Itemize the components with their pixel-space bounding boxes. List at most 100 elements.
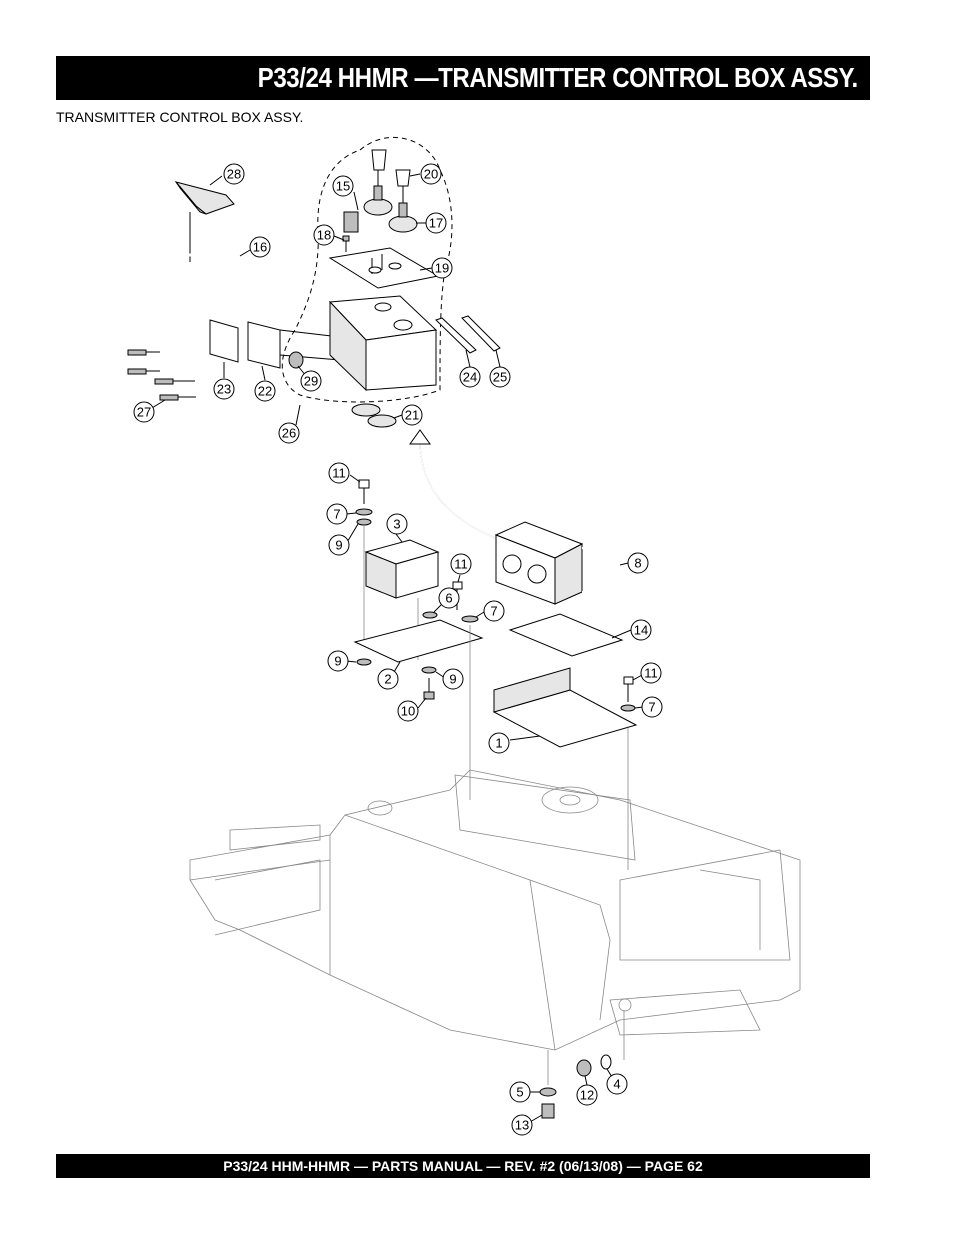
svg-text:23: 23 [217, 382, 231, 397]
callout-13: 13 [511, 1114, 533, 1136]
callout-15: 15 [332, 175, 354, 197]
callout-7-mid: 7 [483, 600, 505, 622]
callout-26: 26 [278, 422, 300, 444]
part-5-washer [539, 1087, 557, 1097]
callout-24: 24 [459, 366, 481, 388]
callout-18: 18 [313, 224, 335, 246]
svg-text:18: 18 [317, 228, 331, 243]
svg-text:21: 21 [405, 408, 419, 423]
part-27-screws [127, 349, 196, 401]
svg-text:10: 10 [401, 704, 415, 719]
callout-9-top: 9 [328, 534, 350, 556]
callout-7-top: 7 [326, 503, 348, 525]
part-26-control-box [328, 295, 438, 392]
part-29-grommet [288, 351, 304, 369]
svg-text:19: 19 [435, 261, 449, 276]
svg-text:4: 4 [613, 1077, 620, 1092]
svg-text:26: 26 [282, 426, 296, 441]
callout-17: 17 [425, 212, 447, 234]
part-11-bolt [358, 479, 370, 504]
part-10-bolt [423, 678, 435, 700]
callout-7-right: 7 [641, 696, 663, 718]
part-17-switch [388, 202, 418, 233]
svg-text:7: 7 [333, 507, 340, 522]
part-13-plug [541, 1103, 555, 1119]
callout-5: 5 [509, 1081, 531, 1103]
part-11-bolt-right [620, 676, 636, 712]
part-19-plate [328, 247, 440, 289]
part-20-knobs [371, 149, 411, 187]
part-14-gasket [508, 613, 624, 657]
callout-10: 10 [397, 700, 419, 722]
callout-1: 1 [488, 732, 510, 754]
svg-text:20: 20 [424, 167, 438, 182]
callout-29: 29 [300, 370, 322, 392]
page-title-bar: P33/24 HHMR —TRANSMITTER CONTROL BOX ASS… [56, 56, 870, 100]
callout-6: 6 [438, 587, 460, 609]
machine-chassis [189, 769, 801, 1051]
svg-text:5: 5 [516, 1085, 523, 1100]
part-2-plate [353, 619, 484, 663]
svg-text:17: 17 [429, 216, 443, 231]
page-footer-bar: P33/24 HHM-HHMR — PARTS MANUAL — REV. #2… [56, 1154, 870, 1178]
svg-text:1: 1 [495, 736, 502, 751]
svg-text:6: 6 [445, 591, 452, 606]
svg-text:11: 11 [332, 466, 346, 481]
callout-16: 16 [249, 236, 271, 258]
part-21-caps [351, 403, 397, 428]
svg-text:11: 11 [454, 557, 468, 572]
callout-22: 22 [254, 380, 276, 402]
svg-text:15: 15 [336, 179, 350, 194]
svg-text:24: 24 [463, 370, 477, 385]
svg-text:7: 7 [648, 700, 655, 715]
svg-text:9: 9 [449, 672, 456, 687]
callout-23: 23 [213, 378, 235, 400]
page-title: P33/24 HHMR —TRANSMITTER CONTROL BOX ASS… [257, 62, 859, 93]
svg-text:29: 29 [304, 374, 318, 389]
callout-8: 8 [627, 552, 649, 574]
part-1-bracket [492, 667, 638, 748]
callout-27: 27 [133, 401, 155, 423]
section-subtitle: TRANSMITTER CONTROL BOX ASSY. [56, 109, 304, 125]
part-12-fitting [576, 1059, 592, 1077]
callout-19: 19 [431, 257, 453, 279]
callout-25: 25 [489, 366, 511, 388]
callout-11-mid: 11 [450, 553, 472, 575]
part-24-strip [435, 317, 477, 354]
part-8-transmitter-box [494, 521, 627, 605]
svg-text:2: 2 [384, 672, 391, 687]
svg-text:11: 11 [644, 666, 658, 681]
callout-9-left: 9 [327, 650, 349, 672]
callout-9-right: 9 [442, 668, 464, 690]
part-18-screws [342, 235, 402, 274]
callout-21: 21 [401, 404, 423, 426]
page-footer-text: P33/24 HHM-HHMR — PARTS MANUAL — REV. #2… [223, 1158, 703, 1174]
part-15-switch [343, 185, 393, 233]
svg-text:13: 13 [515, 1118, 529, 1133]
callout-4: 4 [606, 1073, 628, 1095]
svg-text:3: 3 [393, 517, 400, 532]
svg-text:7: 7 [490, 604, 497, 619]
assembly-direction-arrow [419, 439, 501, 541]
part-25-strip [461, 315, 501, 352]
svg-text:22: 22 [258, 384, 272, 399]
callout-14: 14 [630, 619, 652, 641]
svg-text:27: 27 [137, 405, 151, 420]
svg-text:8: 8 [634, 556, 641, 571]
callout-20: 20 [420, 163, 442, 185]
part-22-plate [247, 321, 281, 369]
svg-text:9: 9 [335, 538, 342, 553]
part-28-grip [174, 181, 235, 215]
part-3-box [364, 539, 440, 599]
svg-text:25: 25 [493, 370, 507, 385]
callout-11-top: 11 [328, 462, 350, 484]
svg-text:12: 12 [580, 1088, 594, 1103]
svg-text:16: 16 [253, 240, 267, 255]
callout-2: 2 [377, 668, 399, 690]
part-23-plate [209, 319, 239, 363]
svg-text:9: 9 [334, 654, 341, 669]
callout-11-right: 11 [640, 662, 662, 684]
callout-3: 3 [386, 513, 408, 535]
callout-12: 12 [576, 1084, 598, 1106]
